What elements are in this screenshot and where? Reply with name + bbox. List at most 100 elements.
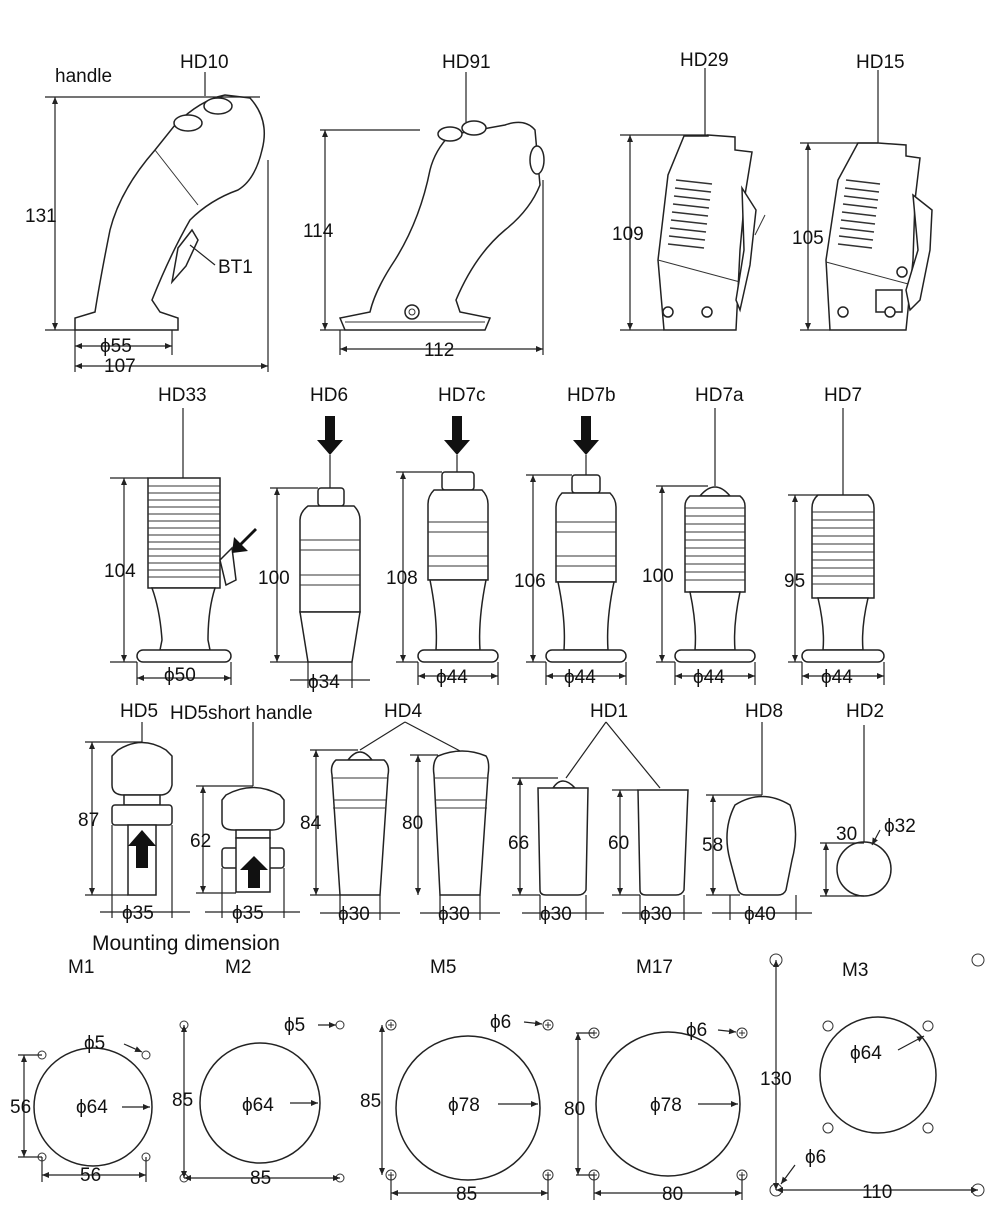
hd7c-height-dim: 108 bbox=[386, 568, 418, 589]
hd29-label: HD29 bbox=[680, 50, 729, 71]
m3-label: M3 bbox=[842, 960, 868, 981]
hd5-short-label: HD5short handle bbox=[170, 703, 313, 724]
hd6-handle-drawing bbox=[270, 416, 370, 688]
hd10-height-dim: 131 bbox=[25, 206, 57, 227]
hd5-short-height-dim: 62 bbox=[190, 831, 211, 852]
hd4-label: HD4 bbox=[384, 701, 422, 722]
m1-hole-dim: ϕ5 bbox=[84, 1033, 105, 1054]
m17-vertical-dim: 80 bbox=[564, 1099, 585, 1120]
hd29-height-dim: 109 bbox=[612, 224, 644, 245]
m1-bore-dim: ϕ64 bbox=[76, 1097, 108, 1118]
hd91-width-dim: 112 bbox=[424, 340, 454, 361]
hd1-diameter-1-dim: ϕ30 bbox=[540, 904, 572, 925]
m17-mounting-drawing bbox=[575, 1027, 748, 1200]
bt1-label: BT1 bbox=[218, 257, 253, 278]
hd33-label: HD33 bbox=[158, 385, 207, 406]
m17-label: M17 bbox=[636, 957, 673, 978]
hd6-label: HD6 bbox=[310, 385, 348, 406]
hd91-label: HD91 bbox=[442, 52, 491, 73]
m5-vertical-dim: 85 bbox=[360, 1091, 381, 1112]
hd2-diameter-dim: ϕ32 bbox=[884, 816, 916, 837]
m2-vertical-dim: 85 bbox=[172, 1090, 193, 1111]
hd5-diameter-dim: ϕ35 bbox=[122, 903, 154, 924]
m2-label: M2 bbox=[225, 957, 251, 978]
hd33-diameter-dim: ϕ50 bbox=[164, 665, 196, 686]
hd7-height-dim: 95 bbox=[784, 571, 805, 592]
hd29-handle-drawing bbox=[620, 68, 766, 331]
hd91-height-dim: 114 bbox=[303, 221, 334, 242]
hd7c-handle-drawing bbox=[396, 416, 499, 685]
hd7a-label: HD7a bbox=[695, 385, 744, 406]
hd7b-handle-drawing bbox=[526, 416, 627, 685]
hd1-height-1-dim: 66 bbox=[508, 833, 529, 854]
m3-mounting-drawing bbox=[769, 953, 985, 1197]
hd5-short-handle-drawing bbox=[196, 722, 300, 918]
mounting-dimension-title: Mounting dimension bbox=[92, 932, 280, 955]
hd7a-handle-drawing bbox=[656, 408, 756, 685]
hd10-diameter-dim: ϕ55 bbox=[100, 336, 132, 357]
m17-bore-dim: ϕ78 bbox=[650, 1095, 682, 1116]
hd4-diameter-2-dim: ϕ30 bbox=[438, 904, 470, 925]
hd4-height-1-dim: 84 bbox=[300, 813, 322, 834]
hd2-height-dim: 30 bbox=[836, 824, 857, 845]
m5-label: M5 bbox=[430, 957, 456, 978]
hd2-handle-drawing bbox=[820, 725, 892, 897]
hd33-height-dim: 104 bbox=[104, 561, 136, 582]
m5-mounting-drawing bbox=[379, 1019, 554, 1200]
m5-hole-dim: ϕ6 bbox=[490, 1012, 511, 1033]
hd7b-label: HD7b bbox=[567, 385, 616, 406]
hd8-label: HD8 bbox=[745, 701, 783, 722]
m2-mounting-drawing bbox=[179, 1020, 345, 1183]
hd29-grip-hatching bbox=[667, 179, 713, 249]
hd15-label: HD15 bbox=[856, 52, 905, 73]
m1-horizontal-dim: 56 bbox=[80, 1165, 101, 1186]
hd10-handle-drawing bbox=[45, 72, 269, 372]
hd5-handle-drawing bbox=[85, 722, 190, 918]
m1-vertical-dim: 56 bbox=[10, 1097, 31, 1118]
handle-label: handle bbox=[55, 66, 112, 87]
m3-horizontal-dim: 110 bbox=[862, 1182, 892, 1203]
hd10-label: HD10 bbox=[180, 52, 229, 73]
m1-label: M1 bbox=[68, 957, 94, 978]
m5-bore-dim: ϕ78 bbox=[448, 1095, 480, 1116]
hd6-diameter-dim: ϕ34 bbox=[308, 672, 340, 693]
m3-vertical-dim: 130 bbox=[760, 1069, 792, 1090]
hd7-diameter-dim: ϕ44 bbox=[821, 667, 853, 688]
hd5-short-diameter-dim: ϕ35 bbox=[232, 903, 264, 924]
hd7a-height-dim: 100 bbox=[642, 566, 674, 587]
hd6-height-dim: 100 bbox=[258, 568, 290, 589]
hd15-handle-drawing bbox=[800, 70, 933, 331]
hd8-diameter-dim: ϕ40 bbox=[744, 904, 776, 925]
m2-bore-dim: ϕ64 bbox=[242, 1095, 274, 1116]
hd7c-diameter-dim: ϕ44 bbox=[436, 667, 468, 688]
hd7a-diameter-dim: ϕ44 bbox=[693, 667, 725, 688]
hd1-handle-drawing bbox=[512, 721, 702, 920]
hd33-ribs bbox=[148, 485, 220, 578]
hd7c-label: HD7c bbox=[438, 385, 486, 406]
hd5-height-dim: 87 bbox=[78, 810, 99, 831]
m17-horizontal-dim: 80 bbox=[662, 1184, 683, 1205]
m3-bore-dim: ϕ64 bbox=[850, 1043, 882, 1064]
hd4-handle-drawing bbox=[310, 721, 500, 920]
hd10-width-dim: 107 bbox=[104, 356, 136, 377]
hd5-label: HD5 bbox=[120, 701, 158, 722]
m3-hole-dim: ϕ6 bbox=[805, 1147, 826, 1168]
hd8-handle-drawing bbox=[706, 722, 812, 920]
hd7b-diameter-dim: ϕ44 bbox=[564, 667, 596, 688]
hd7-handle-drawing bbox=[788, 408, 885, 685]
m5-horizontal-dim: 85 bbox=[456, 1184, 477, 1205]
hd4-diameter-1-dim: ϕ30 bbox=[338, 904, 370, 925]
hd15-height-dim: 105 bbox=[792, 228, 824, 249]
hd1-height-2-dim: 60 bbox=[608, 833, 629, 854]
hd33-handle-drawing bbox=[110, 408, 257, 685]
hd7-label: HD7 bbox=[824, 385, 862, 406]
hd7b-height-dim: 106 bbox=[514, 571, 546, 592]
hd4-height-2-dim: 80 bbox=[402, 813, 423, 834]
m2-horizontal-dim: 85 bbox=[250, 1168, 271, 1189]
hd8-height-dim: 58 bbox=[702, 835, 723, 856]
hd15-grip-hatching bbox=[837, 179, 881, 249]
m1-mounting-drawing bbox=[18, 1043, 153, 1182]
m2-hole-dim: ϕ5 bbox=[284, 1015, 305, 1036]
